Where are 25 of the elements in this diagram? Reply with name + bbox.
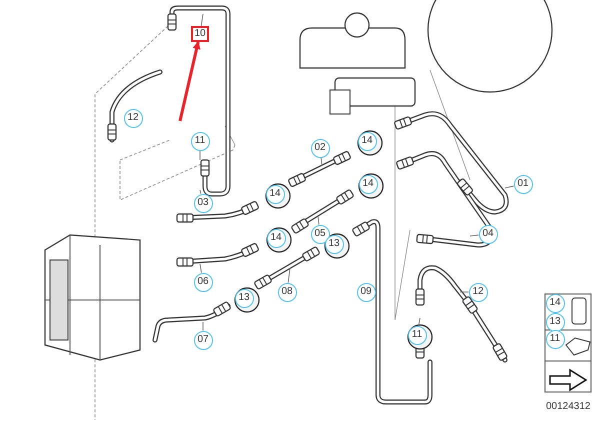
callout-number: 03	[194, 194, 212, 212]
leader-line	[504, 186, 514, 188]
callout-number: 06	[194, 272, 212, 292]
leader-line	[200, 14, 204, 26]
callout-number: 10	[191, 26, 209, 42]
callout-number: 05	[310, 224, 330, 244]
pointer-arrow	[178, 41, 200, 122]
callout-number: 11	[190, 132, 210, 150]
leader-line	[418, 318, 420, 326]
leader-line	[470, 234, 479, 236]
leader-line	[320, 157, 322, 166]
callout-number: 09	[356, 282, 376, 302]
leader-line	[288, 268, 290, 283]
leader-line	[200, 190, 202, 194]
callout-number: 04	[478, 224, 498, 244]
leader-line	[200, 264, 202, 274]
callout-number: 12	[468, 282, 488, 302]
part-number: 00124312	[546, 401, 590, 412]
callout-number: 07	[194, 330, 212, 350]
callout-number: 12	[124, 108, 142, 128]
leader-line	[318, 216, 320, 225]
callout-number: 02	[310, 138, 330, 158]
leader-line	[202, 322, 204, 331]
callout-number: 01	[514, 174, 532, 194]
callout-number: 08	[278, 282, 296, 302]
